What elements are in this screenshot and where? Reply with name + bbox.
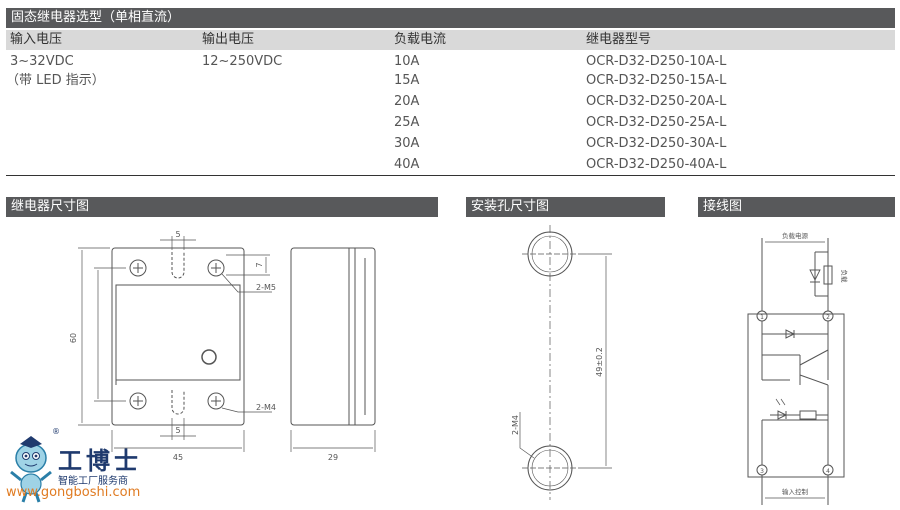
screw-top-left [129, 259, 147, 277]
table-row-model: OCR-D32-D250-10A-L [586, 54, 727, 69]
dim-pitch-bottom-label: 5 [175, 426, 180, 435]
table-row-current: 20A [394, 94, 420, 109]
table-row-model: OCR-D32-D250-15A-L [586, 73, 727, 88]
mounting-hole-label: 2-M4 [511, 415, 520, 435]
relay-body-front [111, 247, 245, 426]
screw-top-label: 2-M5 [256, 283, 276, 292]
logo-url: www.gongboshi.com [6, 485, 141, 500]
wiring-top-label: 负载电源 [782, 231, 809, 240]
mounting-title: 安装孔尺寸图 [471, 199, 550, 214]
table-row-current: 25A [394, 115, 420, 130]
screw-bottom-left [129, 392, 147, 410]
col-load-current: 负载电流 [394, 32, 447, 47]
relay-outline [747, 313, 845, 478]
mounting-spacing-label: 49±0.2 [595, 347, 604, 377]
dim-height-label: 60 [69, 333, 78, 343]
table-row-current: 40A [394, 157, 420, 172]
selection-title-bar: 固态继电器选型（单相直流） [6, 8, 895, 28]
output-voltage-value: 12~250VDC [202, 54, 283, 69]
dim-offset-label: 7 [255, 262, 264, 267]
table-row-current: 10A [394, 54, 420, 69]
input-voltage-note: （带 LED 指示） [6, 73, 105, 88]
col-output-voltage: 输出电压 [202, 32, 255, 47]
input-resistor [799, 410, 817, 420]
screw-bottom-right [207, 392, 225, 410]
table-header: 输入电压 输出电压 负载电流 继电器型号 [6, 30, 895, 50]
dimensions-title-bar: 继电器尺寸图 [6, 197, 438, 217]
transistor [799, 349, 829, 366]
screw-top-right [207, 259, 225, 277]
selection-title: 固态继电器选型（单相直流） [11, 10, 181, 25]
mascot-icon [10, 436, 52, 503]
col-relay-model: 继电器型号 [586, 32, 652, 47]
diode-internal [785, 329, 796, 339]
wiring-title-bar: 接线图 [698, 197, 895, 217]
mounting-title-bar: 安装孔尺寸图 [466, 197, 665, 217]
terminal-3-label: 3 [760, 468, 764, 475]
dim-width-label: 45 [173, 453, 183, 462]
col-input-voltage: 输入电压 [10, 32, 63, 47]
logo-registered-mark: ® [52, 427, 60, 436]
terminal-4-label: 4 [826, 468, 830, 475]
terminal-2-label: 2 [826, 314, 830, 321]
input-voltage-value: 3~32VDC [10, 54, 74, 69]
table-row-current: 15A [394, 73, 420, 88]
table-row-current: 30A [394, 136, 420, 151]
logo-name: 工博士 [58, 446, 142, 475]
table-row-model: OCR-D32-D250-30A-L [586, 136, 727, 151]
logo-slogan: 智能工厂服务商 [58, 476, 128, 487]
wiring-title: 接线图 [703, 199, 743, 214]
terminal-1-label: 1 [760, 314, 764, 321]
table-row-model: OCR-D32-D250-20A-L [586, 94, 727, 109]
table-bottom-rule [6, 175, 895, 176]
screw-bottom-label: 2-M4 [256, 403, 276, 412]
load-resistor [823, 265, 833, 285]
led-indicator [201, 349, 217, 365]
wiring-load-label: 负载 [840, 270, 849, 284]
table-row-model: OCR-D32-D250-40A-L [586, 157, 727, 172]
relay-body-side [290, 247, 376, 426]
dim-pitch-top-label: 5 [175, 230, 180, 239]
wiring-bottom-label: 输入控制 [782, 487, 809, 496]
table-row-model: OCR-D32-D250-25A-L [586, 115, 727, 130]
dim-depth-label: 29 [328, 453, 338, 462]
dimensions-title: 继电器尺寸图 [11, 199, 90, 214]
